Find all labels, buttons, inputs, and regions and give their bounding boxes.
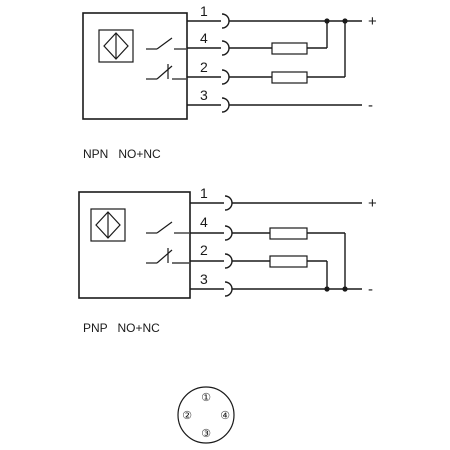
pnp-pin-label: 3 — [200, 271, 208, 287]
npn-wiring-block: 1 4 2 3 + - NPN NO+NC — [82, 3, 377, 161]
npn-sensor-symbol-icon — [98, 29, 134, 63]
npn-nc-switch-icon — [146, 64, 186, 80]
npn-pin-label: 2 — [200, 59, 208, 75]
connector-pin-1: ① — [201, 391, 211, 404]
pnp-sensor-box — [78, 191, 191, 299]
npn-caption: NPN NO+NC — [83, 147, 161, 161]
pnp-load-resistor-1 — [269, 227, 308, 240]
pnp-minus-label: - — [368, 281, 373, 298]
pnp-sensor-symbol-icon — [90, 208, 126, 242]
npn-pin-label: 1 — [200, 3, 208, 19]
npn-plus-label: + — [368, 13, 377, 30]
pnp-plus-label: + — [368, 195, 377, 212]
npn-connector-pins-icon — [221, 13, 230, 113]
pnp-caption: PNP NO+NC — [83, 321, 160, 335]
pnp-pin-label: 2 — [200, 242, 208, 258]
pnp-pin-label: 4 — [200, 214, 208, 230]
npn-pin-label: 3 — [200, 87, 208, 103]
connector-pin-4: ④ — [220, 409, 230, 422]
npn-minus-label: - — [368, 97, 373, 114]
npn-no-switch-icon — [146, 37, 186, 50]
npn-pin-label: 4 — [200, 30, 208, 46]
npn-load-resistor-1 — [271, 42, 308, 55]
connector-pin-2: ② — [182, 409, 192, 422]
pnp-load-resistor-2 — [269, 255, 308, 268]
npn-sensor-box — [82, 12, 188, 120]
npn-load-resistor-2 — [271, 71, 308, 84]
connector-pin-3: ③ — [201, 427, 211, 440]
pnp-connector-pins-icon — [224, 195, 233, 297]
pnp-wiring-block: 1 4 2 3 + - PNP NO+NC — [78, 185, 377, 335]
pnp-no-switch-icon — [146, 221, 189, 234]
pnp-nc-switch-icon — [146, 248, 189, 264]
pnp-pin-label: 1 — [200, 185, 208, 201]
connector-face-icon: ① ② ③ ④ — [177, 386, 235, 444]
